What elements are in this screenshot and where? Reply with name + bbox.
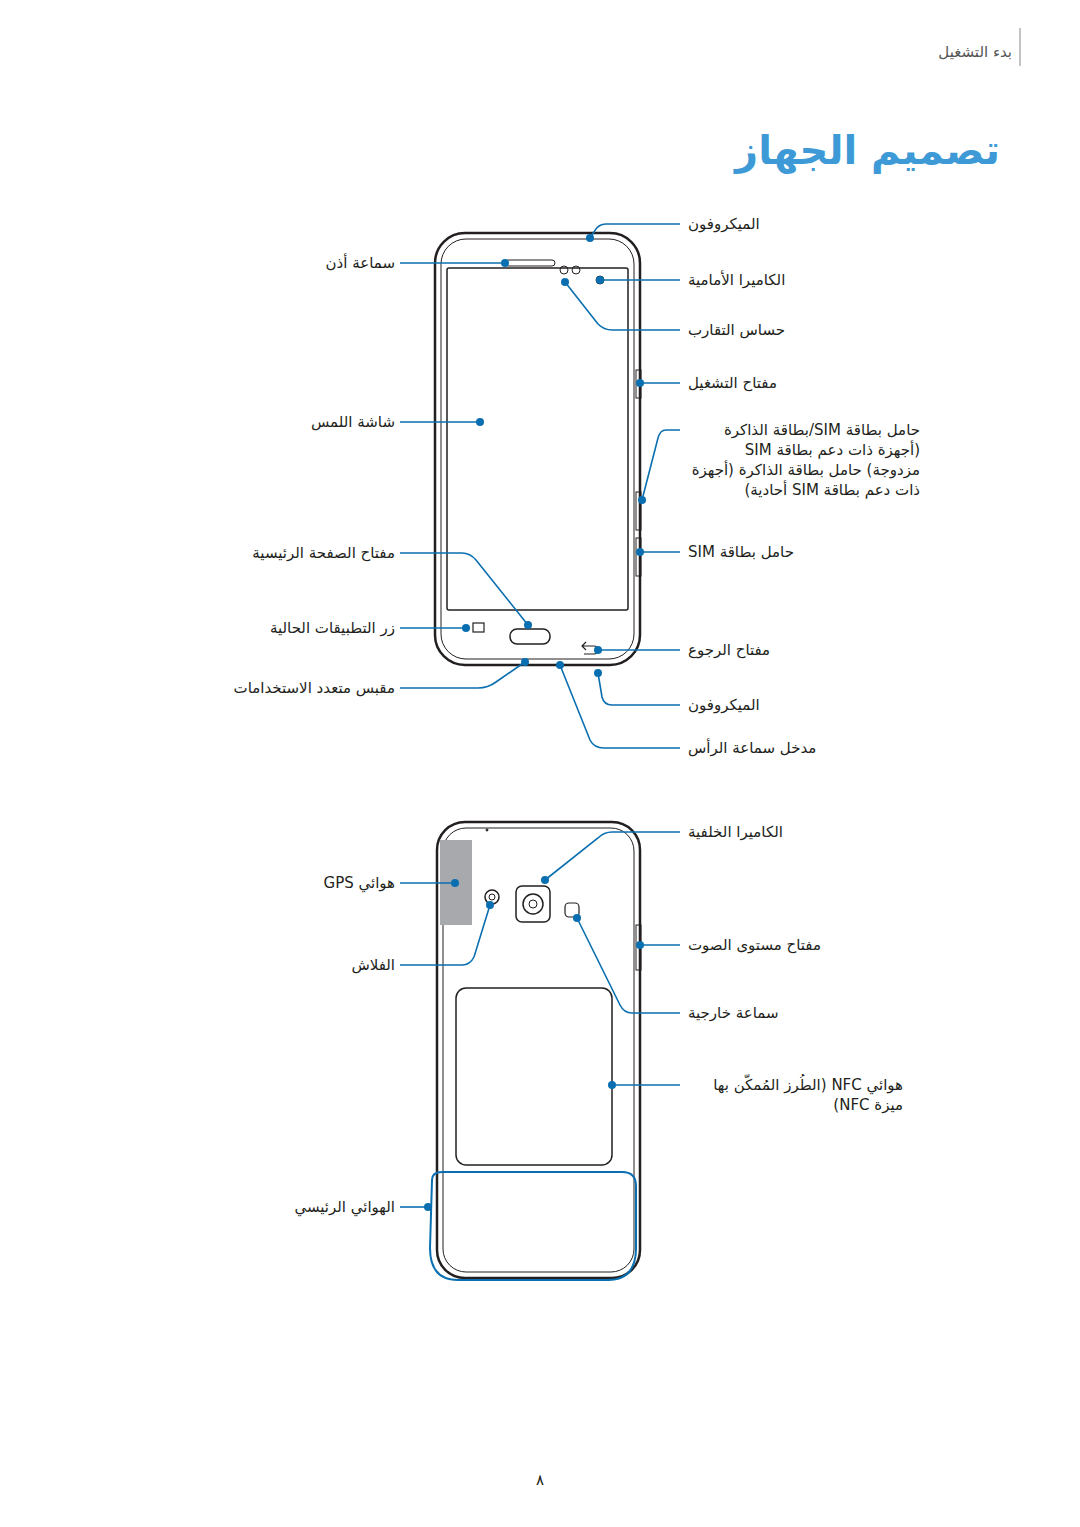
part-label: مفتاح التشغيل (688, 373, 777, 393)
part-label: مدخل سماعة الرأس (688, 738, 816, 758)
part-label: هوائي NFC (الطُرز المُمكّن بها ميزة NFC) (688, 1075, 903, 1115)
part-label: الميكروفون (688, 695, 760, 715)
part-label: حامل بطاقة SIM (688, 542, 794, 562)
part-label: مفتاح الرجوع (688, 640, 770, 660)
part-label: هوائي GPS (324, 873, 395, 893)
part-label: سماعة أذن (326, 253, 395, 273)
part-label: الكاميرا الخلفية (688, 822, 783, 842)
part-label: زر التطبيقات الحالية (270, 618, 395, 638)
part-label: حساس التقارب (688, 320, 785, 340)
part-label: الميكروفون (688, 214, 760, 234)
part-label: شاشة اللمس (311, 412, 395, 432)
page-title: تصميم الجهاز (735, 126, 1000, 174)
part-label: سماعة خارجية (688, 1003, 779, 1023)
part-label: الفلاش (351, 955, 395, 975)
section-header: بدء التشغيل (938, 42, 1012, 62)
part-label: حامل بطاقة SIM/بطاقة الذاكرة (أجهزة ذات … (688, 420, 920, 500)
part-label: مفتاح الصفحة الرئيسية (252, 543, 395, 563)
part-label: مفتاح مستوى الصوت (688, 935, 821, 955)
part-label: الهوائي الرئيسي (294, 1197, 395, 1217)
part-label: الكاميرا الأمامية (688, 270, 785, 290)
page-number: ٨ (536, 1470, 544, 1490)
part-label: مقبس متعدد الاستخدامات (234, 678, 395, 698)
